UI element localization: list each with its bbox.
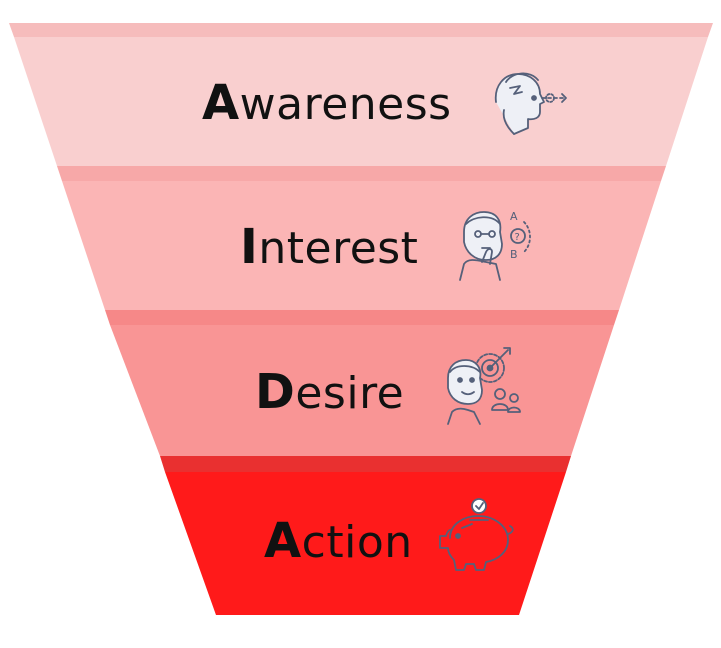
svg-text:?: ? [515, 232, 520, 243]
stage-rest: wareness [239, 79, 452, 130]
stage-rest: esire [295, 368, 405, 419]
stage-initial: A [264, 513, 302, 569]
stage-label-awareness: Awareness [202, 79, 452, 127]
stage-awareness-body [14, 37, 708, 166]
funnel-stage-awareness [9, 23, 713, 166]
thinking-person-eye-icon [494, 72, 567, 135]
stage-rest: nterest [258, 223, 419, 274]
stage-interest-band [57, 166, 666, 181]
stage-initial: D [255, 364, 296, 420]
funnel-stage-interest [57, 166, 666, 310]
person-target-icon [447, 347, 521, 425]
stage-interest-body [62, 181, 661, 310]
stage-label-interest: Interest [240, 223, 418, 271]
stage-label-desire: Desire [255, 368, 404, 416]
stage-rest: ction [301, 517, 413, 568]
stage-label-action: Action [264, 517, 413, 565]
funnel-stage-action [160, 456, 571, 615]
funnel-stage-desire [105, 310, 619, 456]
stage-action-band [160, 456, 571, 472]
svg-text:A: A [510, 210, 518, 223]
stage-initial: A [202, 75, 240, 131]
piggy-bank-icon [439, 498, 514, 571]
stage-awareness-band [9, 23, 713, 37]
stage-action-body [165, 472, 566, 615]
person-question-options-icon: A ? B [459, 210, 531, 281]
svg-text:B: B [510, 248, 518, 261]
stage-desire-band [105, 310, 619, 325]
stage-desire-body [110, 325, 614, 456]
stage-initial: I [240, 219, 259, 275]
